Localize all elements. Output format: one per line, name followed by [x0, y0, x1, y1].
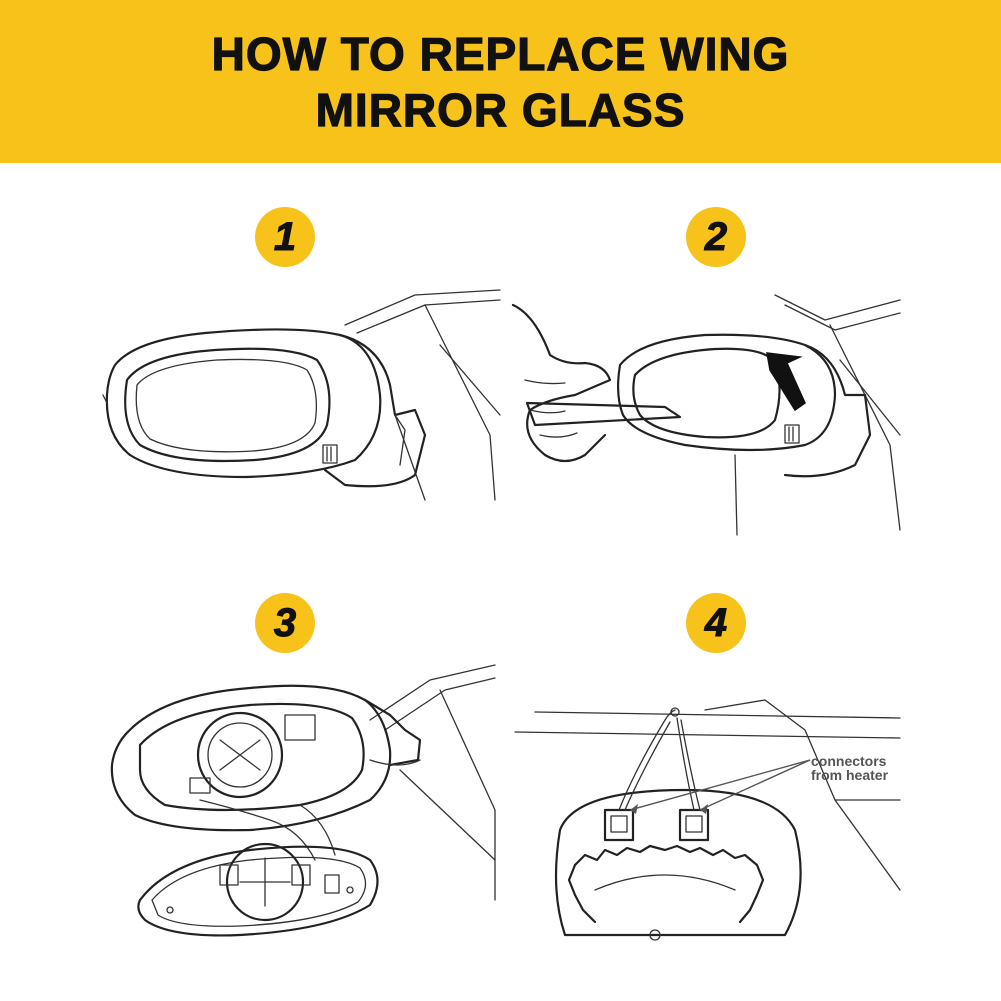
connectors-annotation: connectors from heater — [811, 754, 931, 782]
step-4-illustration — [505, 690, 905, 950]
step-2-badge: 2 — [686, 207, 746, 267]
step-4-badge: 4 — [686, 593, 746, 653]
step-1-badge: 1 — [255, 207, 315, 267]
step-3-illustration — [100, 660, 500, 950]
step-1-illustration — [95, 285, 505, 510]
annotation-line-2: from heater — [811, 767, 889, 783]
annotation-line-1: connectors — [811, 753, 887, 769]
step-3-badge: 3 — [255, 593, 315, 653]
title-banner: HOW TO REPLACE WING MIRROR GLASS — [0, 0, 1001, 163]
step-2-illustration — [505, 285, 905, 540]
page-title-line-1: HOW TO REPLACE WING — [211, 27, 790, 80]
page-title-line-2: MIRROR GLASS — [315, 83, 686, 136]
